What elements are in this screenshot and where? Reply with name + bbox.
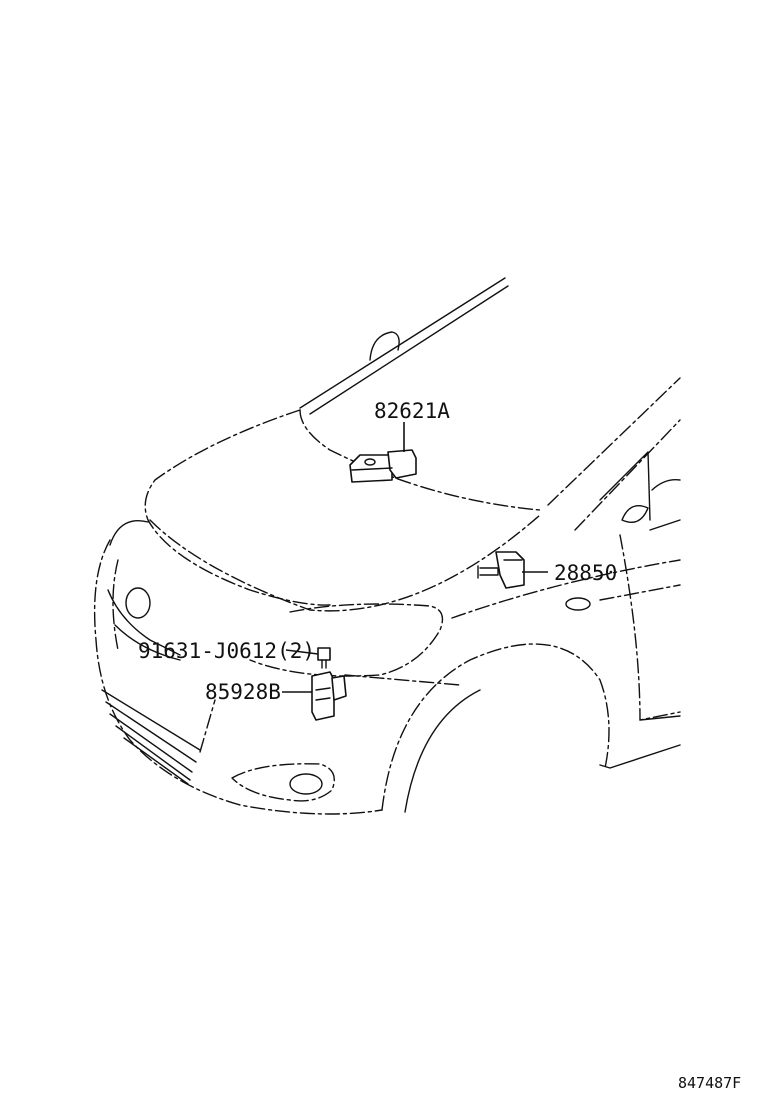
- footer-code: 847487F: [678, 1074, 741, 1092]
- part-28850-relay: [477, 551, 525, 589]
- callout-28850: 28850: [554, 561, 617, 585]
- callout-82621a: 82621A: [374, 399, 450, 423]
- callout-85928b: 85928B: [205, 680, 281, 704]
- part-91631-bolt: [317, 647, 331, 669]
- leader-lines: [199, 422, 548, 753]
- vehicle-outline: [93, 277, 681, 815]
- part-82621a-relay: [349, 449, 417, 483]
- callout-91631-j0612: 91631-J0612(2): [138, 639, 315, 663]
- part-85928b-module: [311, 671, 347, 721]
